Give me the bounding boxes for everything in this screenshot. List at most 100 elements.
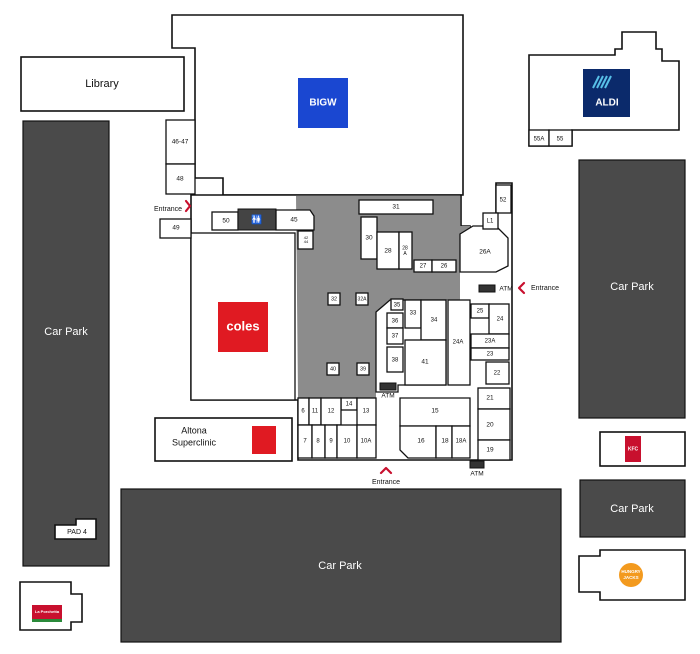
entrance-south: Entrance bbox=[372, 466, 400, 486]
svg-text:Car Park: Car Park bbox=[44, 326, 88, 338]
svg-text:PAD 4: PAD 4 bbox=[67, 529, 87, 536]
svg-text:18: 18 bbox=[441, 438, 449, 445]
svg-text:24: 24 bbox=[497, 317, 504, 323]
shop-23a: 23A bbox=[470, 333, 510, 349]
shop-24a: 24A bbox=[447, 299, 471, 386]
svg-text:L1: L1 bbox=[487, 219, 494, 225]
svg-text:49: 49 bbox=[172, 225, 180, 232]
shop-49: 49 bbox=[159, 218, 192, 239]
shop-46-47: 46-47 bbox=[165, 119, 196, 165]
coles-store: coles bbox=[190, 232, 296, 401]
shop-50: 50 bbox=[211, 211, 239, 231]
svg-text:32: 32 bbox=[331, 296, 337, 302]
shop-11: 11 bbox=[308, 397, 322, 426]
svg-text:Car Park: Car Park bbox=[318, 560, 362, 572]
svg-text:16: 16 bbox=[417, 438, 425, 445]
shop-21: 21 bbox=[477, 387, 511, 410]
svg-text:50: 50 bbox=[222, 218, 230, 225]
svg-text:9: 9 bbox=[329, 439, 333, 445]
svg-text:BIGW: BIGW bbox=[309, 98, 337, 109]
svg-text:48: 48 bbox=[176, 176, 184, 183]
svg-text:ATM: ATM bbox=[470, 471, 483, 478]
kiosk-40: 40 bbox=[326, 362, 340, 376]
aldi-store: ALDI 55A 55 bbox=[528, 31, 680, 147]
svg-text:55A: 55A bbox=[534, 137, 545, 143]
svg-text:19: 19 bbox=[486, 447, 494, 454]
svg-text:35: 35 bbox=[394, 303, 401, 309]
svg-text:Car Park: Car Park bbox=[610, 281, 654, 293]
shop-27: 27 bbox=[413, 259, 433, 273]
kiosk-39: 39 bbox=[356, 362, 370, 376]
shop-7: 7 bbox=[297, 424, 313, 459]
bigw-store: BIGW bbox=[171, 14, 464, 196]
shop-36: 36 bbox=[386, 312, 404, 329]
svg-text:28A: 28A bbox=[402, 246, 408, 258]
svg-text:31: 31 bbox=[392, 204, 400, 211]
kfc-store: KFC bbox=[599, 431, 686, 467]
hungry-jacks-store: HUNGRY JACKS bbox=[578, 549, 686, 601]
svg-text:18A: 18A bbox=[456, 439, 467, 445]
car-park-bottom: Car Park bbox=[120, 488, 562, 643]
shop-28: 28 bbox=[376, 231, 400, 270]
shop-15: 15 bbox=[399, 397, 471, 427]
altona-superclinic: Altona Superclinic bbox=[154, 417, 293, 462]
shop-26a: 26A bbox=[459, 225, 509, 273]
svg-text:30: 30 bbox=[365, 235, 373, 242]
kfc-logo bbox=[625, 436, 641, 462]
svg-text:38: 38 bbox=[392, 358, 399, 364]
svg-text:15: 15 bbox=[431, 408, 439, 415]
svg-text:20: 20 bbox=[486, 422, 494, 429]
svg-text:27: 27 bbox=[420, 264, 427, 270]
shop-19: 19 bbox=[477, 439, 511, 461]
svg-text:23A: 23A bbox=[485, 339, 496, 345]
shop-34: 34 bbox=[420, 299, 447, 341]
svg-text:JACKS: JACKS bbox=[623, 575, 638, 580]
svg-text:45: 45 bbox=[290, 217, 298, 224]
svg-text:24A: 24A bbox=[453, 340, 464, 346]
atm-south-east: ATM bbox=[469, 460, 485, 478]
shop-33: 33 bbox=[404, 299, 422, 329]
svg-text:52: 52 bbox=[500, 198, 507, 204]
shop-41: 41 bbox=[404, 339, 447, 386]
svg-text:21: 21 bbox=[486, 395, 494, 402]
la-porchetta-logo bbox=[32, 605, 62, 619]
pad-4: PAD 4 bbox=[54, 518, 97, 540]
toilets: 🚻 bbox=[237, 208, 277, 231]
shop-9: 9 bbox=[324, 424, 338, 459]
svg-text:Superclinic: Superclinic bbox=[172, 437, 217, 447]
svg-text:Library: Library bbox=[85, 78, 119, 90]
bigw-logo bbox=[298, 78, 348, 128]
svg-text:10A: 10A bbox=[361, 439, 372, 445]
svg-text:46-47: 46-47 bbox=[172, 139, 189, 146]
shop-37: 37 bbox=[386, 327, 404, 345]
shop-35: 35 bbox=[390, 298, 404, 311]
entrance-arrow-icon bbox=[379, 466, 393, 475]
svg-text:28: 28 bbox=[384, 248, 392, 255]
svg-text:34: 34 bbox=[431, 318, 438, 324]
svg-text:ATM: ATM bbox=[499, 286, 512, 293]
shop-38: 38 bbox=[386, 346, 404, 373]
library: Library bbox=[20, 56, 185, 112]
shop-25: 25 bbox=[470, 303, 490, 319]
shop-31: 31 bbox=[358, 199, 434, 215]
svg-text:26: 26 bbox=[441, 264, 448, 270]
shop-10a: 10A bbox=[356, 424, 377, 459]
shop-18: 18 bbox=[435, 425, 453, 459]
svg-text:33: 33 bbox=[410, 311, 417, 317]
svg-text:36: 36 bbox=[392, 319, 399, 325]
svg-text:KFC: KFC bbox=[628, 446, 639, 452]
kiosk-32: 32 bbox=[327, 292, 341, 306]
car-park-right-mid: Car Park bbox=[579, 479, 686, 538]
shop-12: 12 bbox=[320, 397, 342, 426]
svg-text:55: 55 bbox=[557, 137, 564, 143]
car-park-left: Car Park bbox=[22, 120, 110, 567]
svg-text:7: 7 bbox=[303, 439, 307, 445]
shop-6: 6 bbox=[297, 397, 310, 426]
shop-48: 48 bbox=[165, 163, 196, 195]
car-park-right-top: Car Park bbox=[578, 159, 686, 419]
svg-text:Entrance: Entrance bbox=[154, 206, 182, 213]
entrance-arrow-icon bbox=[517, 281, 526, 295]
svg-text:23: 23 bbox=[487, 352, 494, 358]
